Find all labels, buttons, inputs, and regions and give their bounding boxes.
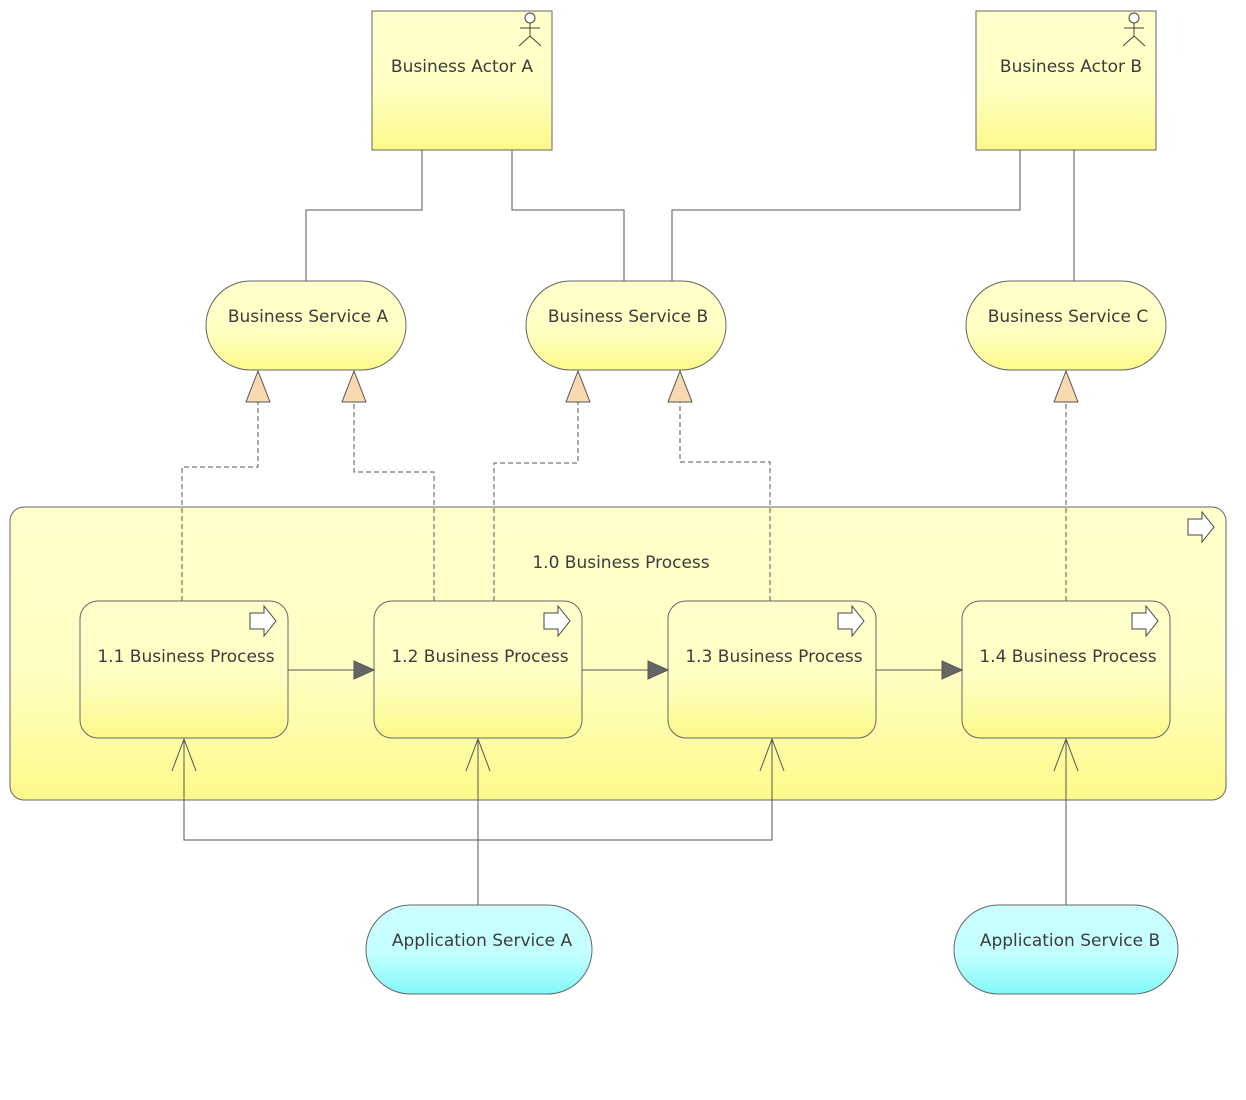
realization-arrowhead xyxy=(245,369,271,403)
assignment-line[interactable] xyxy=(305,150,423,281)
app-service-b-label: Application Service B xyxy=(979,931,1161,951)
process-arrow-icon xyxy=(1187,510,1215,544)
process-1-3-label: 1.3 Business Process xyxy=(685,647,863,667)
serving-arrowhead xyxy=(759,737,785,772)
stick-figure-icon xyxy=(518,12,542,47)
realization-line[interactable] xyxy=(181,402,259,601)
main-process-box[interactable] xyxy=(9,506,1227,801)
process-1-1-label: 1.1 Business Process xyxy=(97,647,275,667)
process-arrow-icon xyxy=(249,604,277,638)
service-c-label: Business Service C xyxy=(987,307,1149,327)
actor-b-box[interactable] xyxy=(975,10,1157,151)
realization-arrowhead xyxy=(667,369,693,403)
process-arrow-icon xyxy=(837,604,865,638)
realization-line[interactable] xyxy=(493,402,579,601)
actor-a-label: Business Actor A xyxy=(390,57,534,77)
triggering-arrowhead xyxy=(353,660,376,680)
service-a-label: Business Service A xyxy=(227,307,389,327)
realization-line[interactable] xyxy=(679,402,771,601)
realization-arrowhead xyxy=(341,369,367,403)
serving-arrowhead xyxy=(1053,737,1079,772)
process-arrow-icon xyxy=(1131,604,1159,638)
process-arrow-icon xyxy=(543,604,571,638)
triggering-arrowhead xyxy=(941,660,964,680)
actor-a-box[interactable] xyxy=(371,10,553,151)
serving-arrowhead xyxy=(465,737,491,772)
triggering-arrowhead xyxy=(647,660,670,680)
realization-arrowhead xyxy=(1053,369,1079,403)
realization-arrowhead xyxy=(565,369,591,403)
actor-b-label: Business Actor B xyxy=(999,57,1143,77)
realization-line[interactable] xyxy=(353,402,435,601)
assignment-line[interactable] xyxy=(511,150,625,281)
process-1-2-label: 1.2 Business Process xyxy=(391,647,569,667)
main-process-label: 1.0 Business Process xyxy=(532,553,710,573)
serving-arrowhead xyxy=(171,737,197,772)
service-b-label: Business Service B xyxy=(547,307,709,327)
app-service-a-shape[interactable] xyxy=(365,904,593,995)
stick-figure-icon xyxy=(1122,12,1146,47)
app-service-a-label: Application Service A xyxy=(391,931,573,951)
assignment-line[interactable] xyxy=(671,150,1021,281)
service-b-shape[interactable] xyxy=(525,280,727,371)
process-1-4-label: 1.4 Business Process xyxy=(979,647,1157,667)
